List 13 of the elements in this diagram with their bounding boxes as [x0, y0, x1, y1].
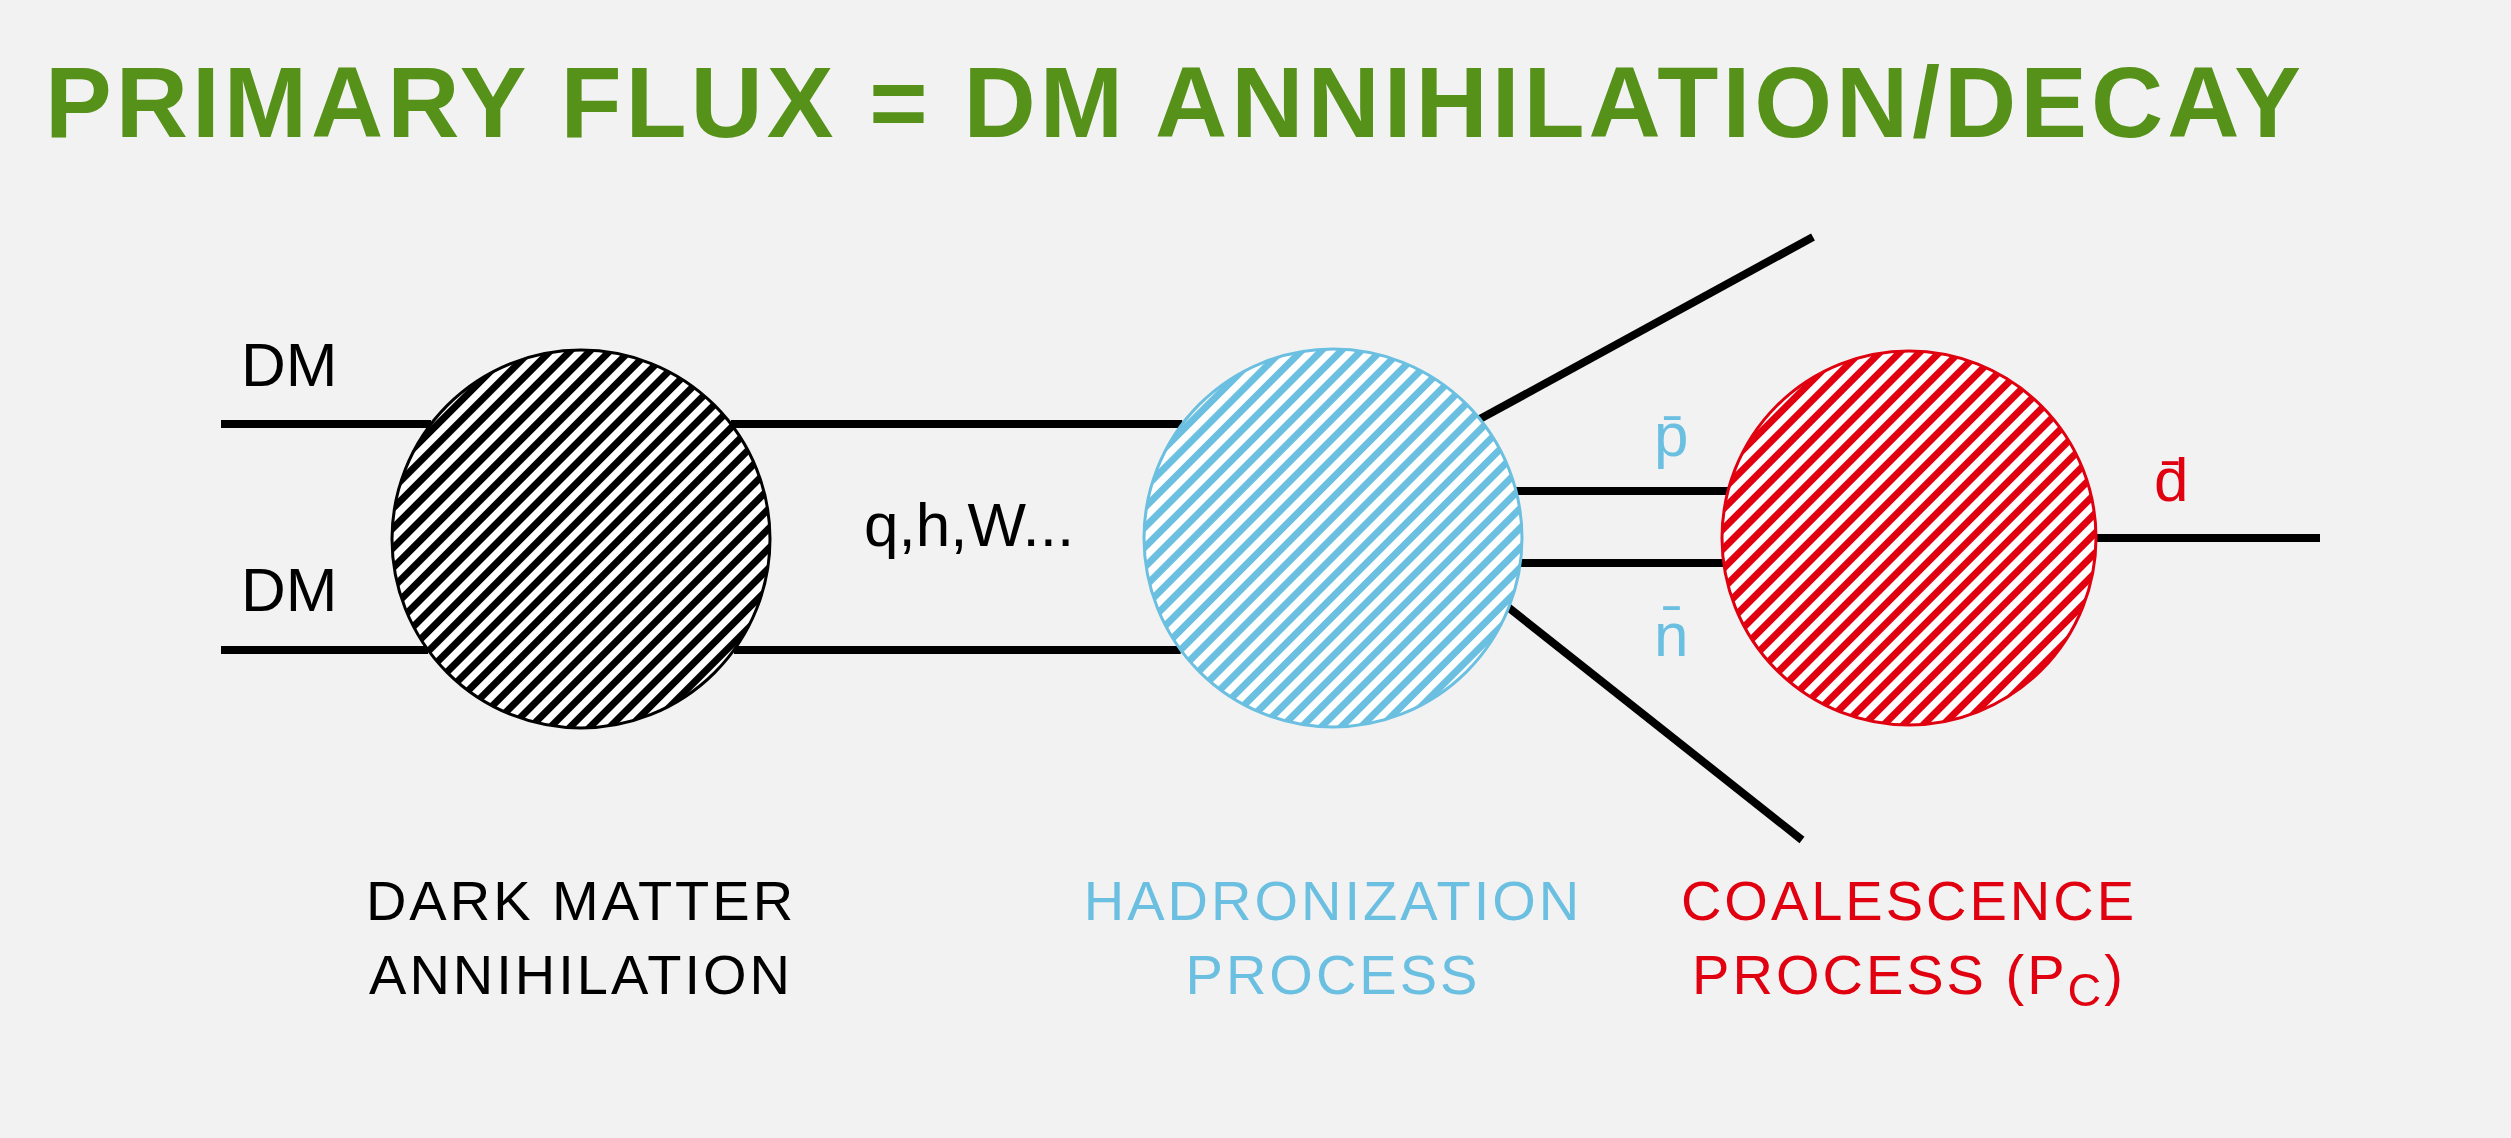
process-caption: DARK MATTER ANNIHILATION: [364, 868, 798, 1008]
particle-line: [1516, 487, 1728, 495]
hatched-circle: [1142, 347, 1524, 729]
process-caption: COALESCENCE PROCESS (P$_{C}$): [1679, 868, 2139, 1019]
particle-line: [731, 420, 1183, 428]
process-caption: HADRONIZATION PROCESS: [1082, 868, 1584, 1008]
particle-line: [1477, 233, 1815, 423]
particle-line: [1506, 604, 1805, 844]
hatched-circle: [1720, 349, 2098, 727]
hatched-circle: [390, 348, 772, 730]
particle-line: [733, 646, 1181, 654]
particle-line: [1520, 559, 1724, 567]
title: PRIMARY FLUX = DM ANNIHILATION/DECAY: [45, 45, 2305, 160]
